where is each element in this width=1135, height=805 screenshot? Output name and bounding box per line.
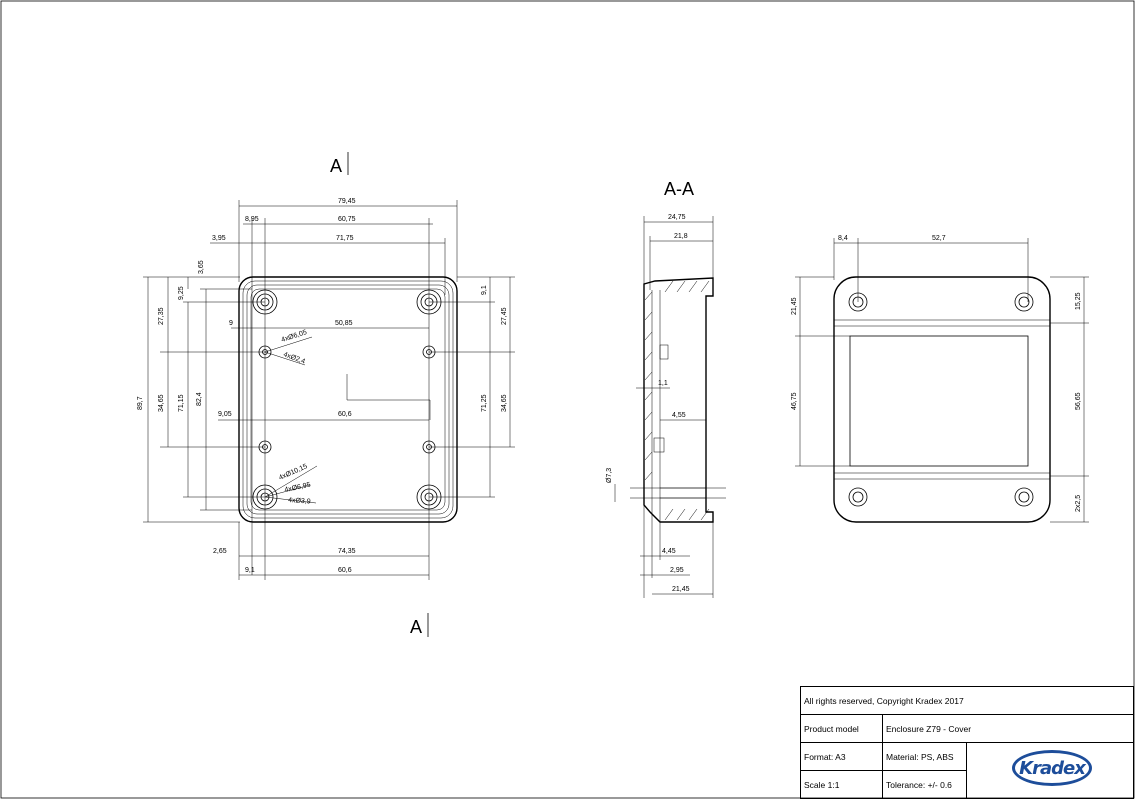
- product-model-label-cell: Product model: [800, 714, 882, 742]
- scale-text: Scale 1:1: [804, 779, 840, 790]
- dim-27-35: 27,35: [158, 307, 165, 325]
- format-cell: Format: A3: [800, 742, 882, 770]
- kradex-logo: Kradex: [1012, 750, 1092, 786]
- dim-9-25: 9,25: [178, 286, 185, 300]
- dim-9: 9: [229, 320, 233, 327]
- dim-8-4: 8,4: [838, 235, 848, 242]
- dim-2-65: 2,65: [213, 548, 227, 555]
- dim-60-6: 60,6: [338, 411, 352, 418]
- scale-cell: Scale 1:1: [800, 770, 882, 798]
- logo-cell: [966, 742, 1133, 798]
- product-model-value: Enclosure Z79 - Cover: [886, 723, 972, 734]
- dim-3-95: 3,95: [212, 235, 226, 242]
- section-cut-line: [346, 374, 431, 420]
- front-outline: [238, 276, 458, 523]
- dim-56-65: 56,65: [1075, 392, 1082, 410]
- callout-4x10-15: 4xØ10,15: [278, 463, 309, 482]
- dim-34-65-right: 34,65: [501, 394, 508, 412]
- callout-4x2-4: 4xØ2,4: [282, 351, 306, 365]
- dim-60-6-bottom: 60,6: [338, 567, 352, 574]
- callout-4x6-05: 4xØ6,05: [280, 329, 307, 344]
- dim-74-35: 74,35: [338, 548, 356, 555]
- dim-15-25: 15,25: [1075, 292, 1082, 310]
- dim-1-1: 1,1: [658, 380, 668, 387]
- dim-3-65: 3,65: [198, 260, 205, 274]
- dim-60-75: 60,75: [338, 216, 356, 223]
- side-view: 8,4 52,7 21,45 46,75 15,25 56,65 2x2,5: [791, 235, 1089, 523]
- section-mark-top: A: [330, 156, 342, 176]
- tolerance-cell: Tolerance: +/- 0.6: [882, 770, 966, 798]
- dim-89-7: 89,7: [137, 396, 144, 410]
- section-profile: [643, 277, 714, 523]
- dim-4-55: 4,55: [672, 412, 686, 419]
- dim-9-05: 9,05: [218, 411, 232, 418]
- dim-27-45: 27,45: [501, 307, 508, 325]
- callout-4x3-9: 4xØ3,9: [288, 497, 311, 506]
- dim-21-45-bottom: 21,45: [672, 586, 690, 593]
- front-view: 79,45 8,95 60,75 3,95 71,75 89,7 27,35 3…: [137, 198, 515, 580]
- dim-50-85: 50,85: [335, 320, 353, 327]
- product-model-label: Product model: [804, 723, 859, 734]
- dim-21-8: 21,8: [674, 233, 688, 240]
- dim-52-7: 52,7: [932, 235, 946, 242]
- side-outline: [833, 276, 1051, 523]
- dim-overall-width: 79,45: [338, 198, 356, 205]
- dim-21-45-left: 21,45: [791, 297, 798, 315]
- format-text: Format: A3: [804, 751, 846, 762]
- copyright-text: All rights reserved, Copyright Kradex 20…: [804, 695, 964, 706]
- dim-dia-7-3: Ø7,3: [606, 468, 613, 483]
- logo-text: Kradex: [1019, 757, 1086, 779]
- product-model-value-cell: Enclosure Z79 - Cover: [882, 714, 1133, 742]
- section-view: 24,75 21,8 1,1 4,55 Ø7,3 4,45 2,95 21,45: [606, 214, 726, 598]
- dim-46-75: 46,75: [791, 392, 798, 410]
- dim-2x2-5: 2x2,5: [1075, 495, 1082, 512]
- dim-24-75: 24,75: [668, 214, 686, 221]
- section-hatching: [644, 280, 710, 521]
- dim-71-15: 71,15: [178, 394, 185, 412]
- dim-2-95: 2,95: [670, 567, 684, 574]
- copyright-cell: All rights reserved, Copyright Kradex 20…: [800, 686, 1133, 714]
- dim-4-45: 4,45: [662, 548, 676, 555]
- dim-9-1-bottom: 9,1: [245, 567, 255, 574]
- dim-71-75: 71,75: [336, 235, 354, 242]
- tolerance-text: Tolerance: +/- 0.6: [886, 779, 952, 790]
- material-cell: Material: PS, ABS: [882, 742, 966, 770]
- dim-34-65-left: 34,65: [158, 394, 165, 412]
- material-text: Material: PS, ABS: [886, 751, 954, 762]
- section-title: A-A: [664, 179, 694, 199]
- title-block: All rights reserved, Copyright Kradex 20…: [800, 686, 1134, 799]
- dim-71-25: 71,25: [481, 394, 488, 412]
- dim-82-4: 82,4: [196, 392, 203, 406]
- dim-9-1-right: 9,1: [481, 285, 488, 295]
- section-mark-bottom: A: [410, 617, 422, 637]
